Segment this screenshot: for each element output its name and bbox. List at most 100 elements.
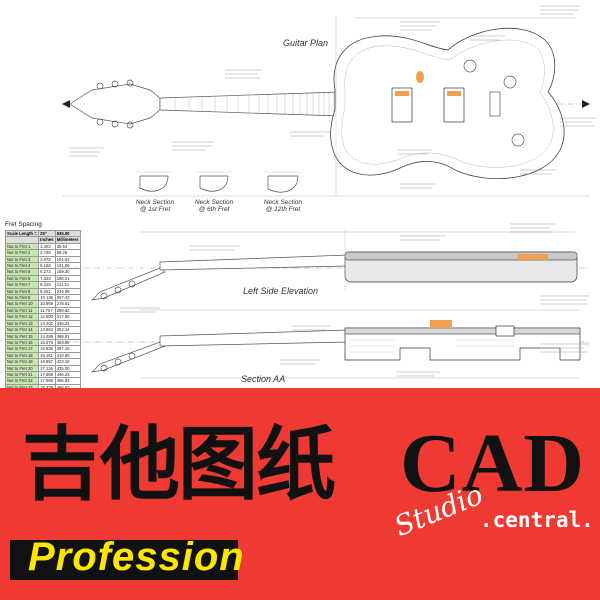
table-cell: Nut to Fret 1 xyxy=(4,242,40,251)
annotation-notes xyxy=(70,5,596,377)
table-cell: 234.99 xyxy=(54,287,82,296)
cad-heading: CAD xyxy=(400,417,585,510)
table-cell: 11.757 xyxy=(38,306,56,315)
table-cell: 17.985 xyxy=(38,377,56,385)
central-logo-text: .central. xyxy=(480,508,594,532)
table-cell: Nut to Fret 16 xyxy=(4,338,40,347)
fret-spacing-table: Fret Spacing Scale Length = 25" 635.00 I… xyxy=(4,221,82,398)
neck-section-6th-label: Neck Section @ 6th Fret xyxy=(194,199,234,213)
guitar-plan-view xyxy=(62,14,590,197)
table-cell: 186.01 xyxy=(54,274,82,283)
table-cell: 435.00 xyxy=(54,364,82,372)
table-cell: Nut to Fret 9 xyxy=(4,294,40,302)
table-cell: 15.636 xyxy=(38,345,56,353)
table-cell: Nut to Fret 4 xyxy=(4,261,40,270)
chinese-title: 吉他图纸 xyxy=(22,418,336,511)
table-cell: 410.50 xyxy=(54,351,82,360)
table-cell: Nut to Fret 2 xyxy=(4,249,40,257)
table-cell: Nut to Fret 8 xyxy=(4,287,40,296)
table-cell: 397.15 xyxy=(54,345,82,353)
table-cell: Nut to Fret 5 xyxy=(4,268,40,276)
blueprint-svg xyxy=(62,5,596,379)
table-cell: 16.657 xyxy=(38,358,56,366)
fret-table-scale-row: Scale Length = 25" 635.00 xyxy=(4,229,82,238)
table-cell: Nut to Fret 11 xyxy=(4,306,40,315)
table-cell: Nut to Fret 7 xyxy=(4,281,40,289)
guitar-plan-title: Guitar Plan xyxy=(283,38,329,48)
table-cell: Nut to Fret 18 xyxy=(4,351,40,360)
table-cell: 317.50 xyxy=(54,313,82,321)
table-cell: Nut to Fret 13 xyxy=(4,319,40,328)
neck-section-1st-label: Neck Section @ 1st Fret xyxy=(135,199,175,213)
table-cell: 10.135 xyxy=(38,294,56,302)
table-cell: Nut to Fret 19 xyxy=(4,358,40,366)
fret-table-header-row: Inches Millimeters xyxy=(4,236,82,244)
table-cell: 159.30 xyxy=(54,268,82,276)
table-cell: 12.500 xyxy=(38,313,56,321)
table-cell: 131.00 xyxy=(54,261,82,270)
table-cell: Nut to Fret 15 xyxy=(4,332,40,340)
table-cell: 101.03 xyxy=(54,255,82,264)
table-cell: 298.62 xyxy=(54,306,82,315)
profession-label: Profession xyxy=(28,535,245,579)
table-cell: 257.43 xyxy=(54,294,82,302)
table-cell: 17.568 xyxy=(38,370,56,379)
table-cell: 17.126 xyxy=(38,364,56,372)
table-cell: 352.14 xyxy=(54,326,82,334)
table-cell: Nut to Fret 20 xyxy=(4,364,40,372)
table-cell: 456.83 xyxy=(54,377,82,385)
profession-label-background xyxy=(10,540,238,580)
fret-spacing-title: Fret Spacing xyxy=(5,221,42,228)
table-cell: 15.079 xyxy=(38,338,56,347)
guitar-blueprint-drawing: Guitar Plan Left Side Elevation Section … xyxy=(4,5,596,398)
neck-section-12th-label: Neck Section @ 12th Fret xyxy=(263,199,303,213)
table-cell: 16.161 xyxy=(38,351,56,360)
section-aa-view xyxy=(62,309,590,379)
table-cell: 13.202 xyxy=(38,319,56,328)
table-cell: 13.864 xyxy=(38,326,56,334)
table-cell: 211.21 xyxy=(54,281,82,289)
table-cell: 383.00 xyxy=(54,338,82,347)
table-cell: 69.28 xyxy=(54,249,82,257)
table-cell: Nut to Fret 3 xyxy=(4,255,40,264)
table-cell: Nut to Fret 12 xyxy=(4,313,40,321)
table-cell: 278.61 xyxy=(54,300,82,308)
table-cell: 368.01 xyxy=(54,332,82,340)
table-cell: Nut to Fret 22 xyxy=(4,377,40,385)
side-elevation-view xyxy=(62,230,590,301)
table-cell: 423.10 xyxy=(54,358,82,366)
table-cell: Nut to Fret 10 xyxy=(4,300,40,308)
table-cell: Nut to Fret 14 xyxy=(4,326,40,334)
section-aa-title: Section AA xyxy=(241,374,286,384)
table-cell: 10.969 xyxy=(38,300,56,308)
table-cell: 335.32 xyxy=(54,319,82,328)
table-cell: 35.64 xyxy=(54,242,82,251)
table-cell: 446.23 xyxy=(54,370,82,379)
fret-spacing-grid: Scale Length = 25" 635.00 Inches Millime… xyxy=(4,229,82,398)
neck-sections xyxy=(136,171,302,193)
table-cell: Nut to Fret 6 xyxy=(4,274,40,283)
